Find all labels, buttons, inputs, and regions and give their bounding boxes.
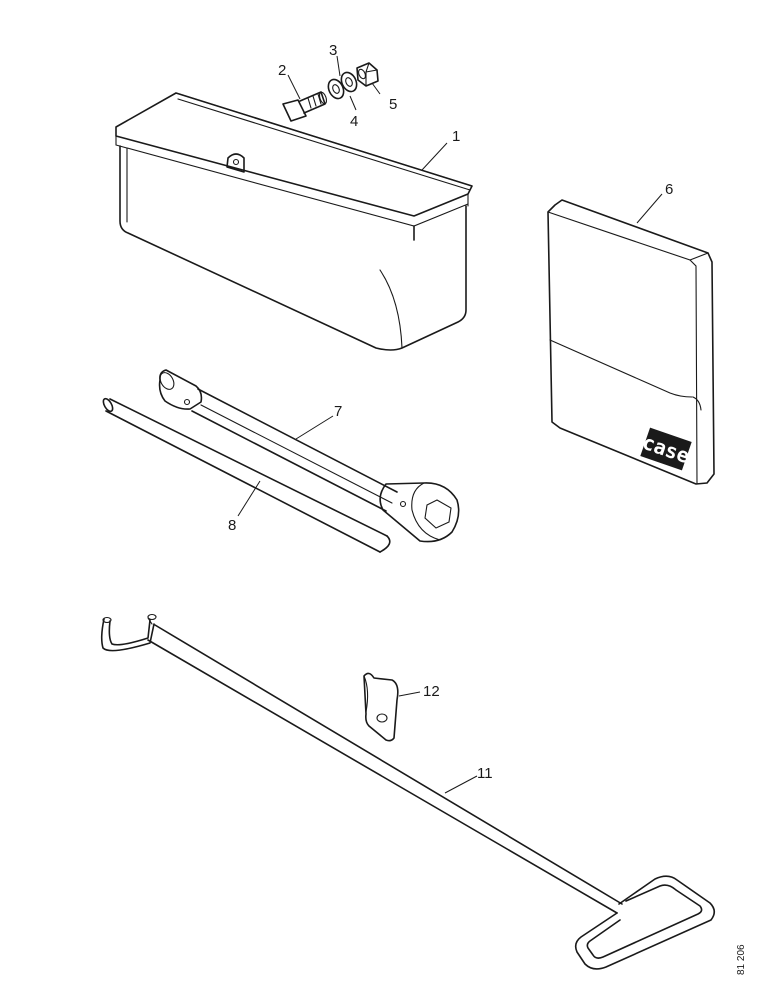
callout-6: 6 <box>665 181 673 198</box>
leader-2 <box>287 74 301 100</box>
bolt-part <box>282 91 328 122</box>
clip-part <box>363 672 399 742</box>
callout-5: 5 <box>389 96 397 113</box>
operator-manual-part: case <box>547 199 715 485</box>
callout-3: 3 <box>329 42 337 59</box>
leader-8 <box>237 480 261 517</box>
callout-12: 12 <box>423 683 440 700</box>
leader-4 <box>349 95 357 111</box>
callout-7: 7 <box>334 403 342 420</box>
wheel-wrench-part <box>158 369 460 543</box>
callout-8: 8 <box>228 517 236 534</box>
callout-2: 2 <box>278 62 286 79</box>
leader-11 <box>444 775 478 794</box>
tool-box-part <box>115 92 473 351</box>
case-logo-badge <box>640 427 692 471</box>
leader-12 <box>398 691 421 697</box>
callout-1: 1 <box>452 128 460 145</box>
leader-6 <box>636 193 663 224</box>
callout-11: 11 <box>477 765 493 782</box>
lock-washer-part <box>340 71 358 93</box>
leader-7 <box>295 415 334 440</box>
drawing-code: 81 206 <box>736 944 747 975</box>
leader-5 <box>371 82 381 95</box>
callout-4: 4 <box>350 113 358 130</box>
washer-part <box>327 78 345 100</box>
tommy-bar-part <box>102 397 391 553</box>
nut-part <box>356 62 379 87</box>
leader-1 <box>421 142 448 171</box>
crank-handle-part <box>100 613 716 970</box>
leader-3 <box>336 55 341 77</box>
